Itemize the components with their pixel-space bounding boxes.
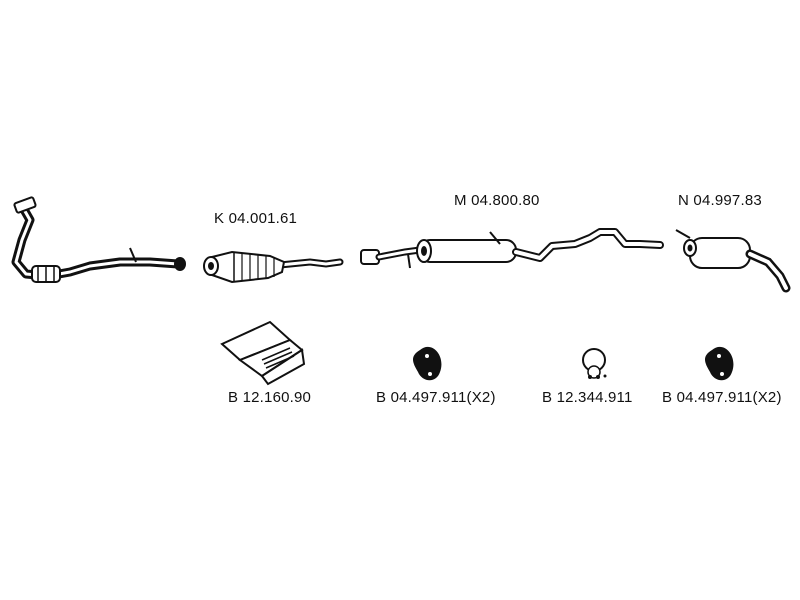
rubber-mount-rear (705, 346, 734, 381)
mount-kit-label: B 12.160.90 (228, 389, 312, 406)
catalyst-label: K 04.001.61 (214, 210, 298, 227)
rubber-mount-middle-label: B 04.497.911(X2) (376, 389, 496, 406)
rubber-mount-middle (413, 346, 442, 381)
hanger-ring (582, 348, 607, 379)
front-pipe (11, 196, 186, 283)
rear-silencer-label: N 04.997.83 (678, 192, 762, 209)
rear-silencer-part (675, 229, 791, 293)
catalyst-part (203, 250, 344, 284)
mount-kit-box (220, 320, 306, 386)
rubber-mount-rear-label: B 04.497.911(X2) (662, 389, 782, 406)
middle-silencer-part (360, 228, 664, 269)
hanger-ring-label: B 12.344.911 (542, 389, 633, 406)
middle-silencer-label: M 04.800.80 (454, 192, 540, 209)
